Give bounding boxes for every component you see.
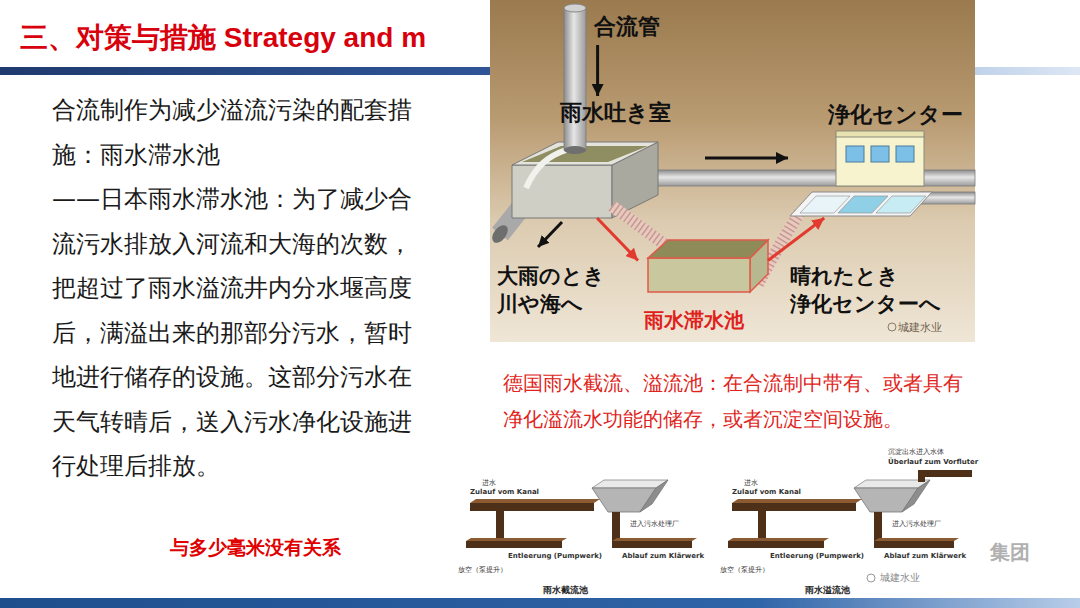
tank-figure [470, 503, 594, 511]
plant-box: 浄化センター [788, 100, 969, 218]
tank-figure [470, 499, 600, 503]
combined-pipe [564, 8, 586, 150]
watermark-icon [888, 323, 896, 331]
part-label: 进入污水处理厂 [630, 520, 679, 529]
node-label: 合流管 [594, 14, 660, 40]
tank-figure [612, 512, 620, 541]
pipe [640, 170, 975, 186]
part-label: 放空（泵提升） [720, 566, 769, 575]
part-label: Zulauf vom Kanal [732, 488, 801, 497]
tank-figure [466, 541, 562, 548]
overflow-chamber [522, 146, 648, 162]
part-label: Ablauf zum Klärwerk [884, 552, 966, 561]
footer-bar [0, 598, 1080, 608]
retention-tank [648, 240, 768, 292]
flow-arrow [705, 156, 788, 159]
tank-figure [612, 538, 697, 541]
hose [612, 206, 664, 244]
part-label: 进水 [744, 479, 758, 488]
body-text: 合流制作为减少溢流污染的配套措施：雨水滞水池 [52, 88, 424, 177]
tank-figure [466, 538, 567, 541]
part-label: 沉淀出水进入水体 [888, 448, 944, 457]
part-label: Ablauf zum Klärwerk [622, 552, 704, 561]
german-illustration [466, 470, 972, 582]
tank-box: 雨水滞水池 [638, 236, 768, 334]
treatment-plant [790, 192, 932, 216]
watermark: 城建水业 [898, 321, 942, 335]
body-text: ——日本雨水滞水池：为了减少合流污水排放入河流和大海的次数，把超过了雨水溢流井内… [52, 177, 424, 489]
flow-arrow [597, 218, 638, 261]
watermark-icon [867, 574, 875, 582]
part-label: 进水 [482, 479, 496, 488]
note-text: 与多少毫米没有关系 [170, 536, 341, 560]
overflow-pipe [918, 470, 925, 482]
flow-arrow [538, 222, 562, 247]
flow-arrow [596, 45, 599, 96]
node-label: 浄化センター [828, 102, 963, 128]
treatment-plant [896, 146, 914, 162]
watermark: 集团 [990, 540, 1030, 565]
flow-arrow [768, 218, 824, 261]
overflow-chamber [512, 142, 658, 218]
node-label: 雨水滞水池 [644, 308, 744, 332]
figure-caption: 雨水截流池 [543, 585, 588, 596]
treatment-plant [790, 131, 932, 216]
tank-figure [728, 480, 959, 548]
part-label: Zulauf vom Kanal [470, 488, 539, 497]
part-label: Entleerung (Pumpwerk) [508, 552, 602, 561]
description-text: 德国雨水截流、溢流池：在合流制中带有、或者具有净化溢流水功能的储存，或者沉淀空间… [503, 365, 973, 437]
tank-figure [496, 511, 504, 541]
japan-illustration [489, 0, 975, 342]
part-label: Überlauf zum Vorfluter [888, 458, 978, 467]
tank-figure [640, 480, 668, 512]
retention-tank [648, 258, 750, 292]
tank-figure [592, 480, 668, 488]
part-label: 放空（泵提升） [458, 566, 507, 575]
watermark: 城建水业 [880, 572, 920, 585]
overflow-pipe [918, 470, 972, 477]
tank-figure [466, 480, 697, 548]
chamber-box: 雨水吐き室 [508, 96, 705, 218]
slide-title: 三、对策与措施 Strategy and m [20, 20, 426, 56]
node-label: 雨水吐き室 [560, 100, 671, 126]
illustration-ground [490, 0, 975, 342]
tank-figure [612, 541, 692, 548]
treatment-plant [871, 146, 889, 162]
overflow-chamber [512, 165, 612, 218]
treatment-plant [836, 131, 924, 137]
tank-figure [592, 488, 656, 512]
figure-caption: 雨水溢流池 [805, 585, 850, 596]
retention-tank [648, 240, 768, 258]
overflow-chamber [526, 150, 566, 188]
part-label: Entleerung (Pumpwerk) [770, 552, 864, 561]
hose [612, 206, 664, 244]
part-label: 进入污水处理厂 [892, 520, 941, 529]
pipe-label-box: 合流管 [590, 12, 666, 45]
treatment-plant [836, 136, 924, 186]
overflow-pipe [918, 470, 972, 482]
flow-note: 晴れたとき 浄化センターへ [790, 262, 955, 318]
combined-pipe [564, 146, 586, 154]
flow-note: 大雨のとき 川や海へ [497, 262, 609, 318]
combined-pipe [564, 4, 586, 12]
treatment-plant [876, 196, 926, 213]
outlet-pipe [489, 222, 511, 245]
treatment-plant [846, 146, 864, 162]
